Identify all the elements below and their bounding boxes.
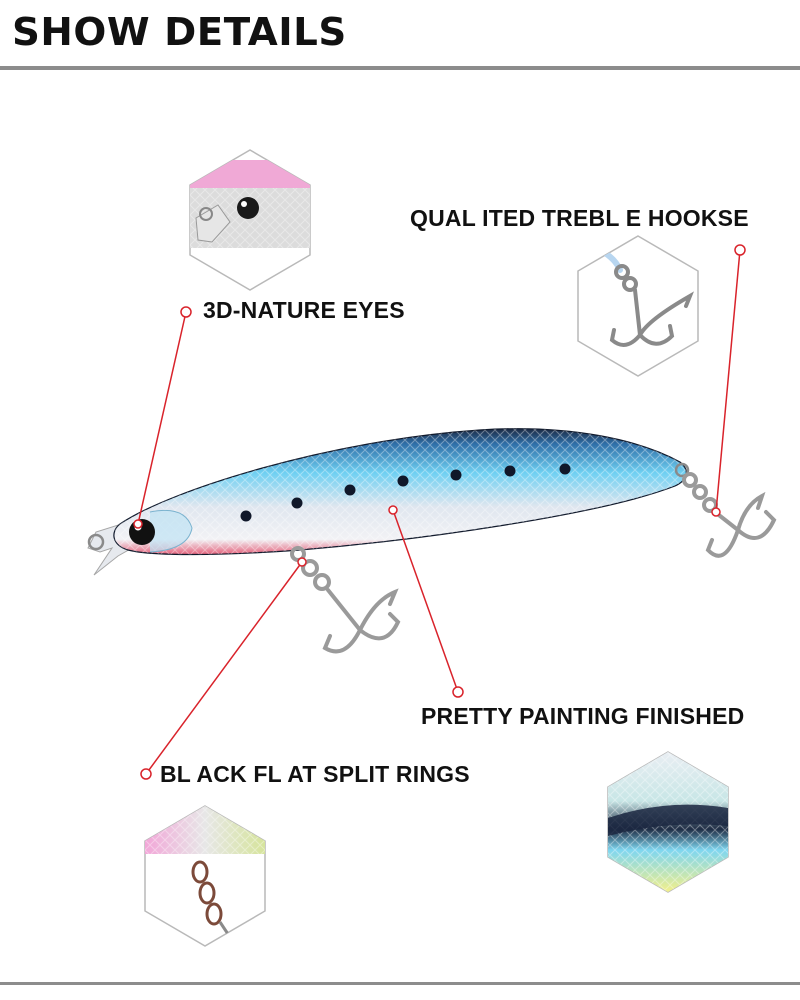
callout-eyes-label: 3D-NATURE EYES	[203, 297, 405, 323]
tail-hook	[682, 472, 777, 558]
detail-rings-hexagon	[144, 805, 266, 947]
detail-hook-hexagon	[577, 235, 699, 377]
header-bar: SHOW DETAILS	[0, 0, 800, 70]
callout-hooks-label: QUAL ITED TREBL E HOOKSE	[410, 205, 749, 231]
bottom-divider	[0, 982, 800, 985]
detail-paint-hexagon	[607, 751, 729, 893]
page-title: SHOW DETAILS	[12, 10, 347, 54]
callout-rings-label: BL ACK FL AT SPLIT RINGS	[160, 761, 470, 787]
lure-spots	[240, 463, 571, 522]
detail-eye-hexagon	[189, 149, 311, 291]
callout-markers	[133, 244, 746, 780]
fishing-lure	[87, 428, 690, 576]
callout-lines	[137, 249, 741, 775]
belly-hook	[290, 546, 401, 654]
callout-painting-label: PRETTY PAINTING FINISHED	[421, 703, 745, 729]
